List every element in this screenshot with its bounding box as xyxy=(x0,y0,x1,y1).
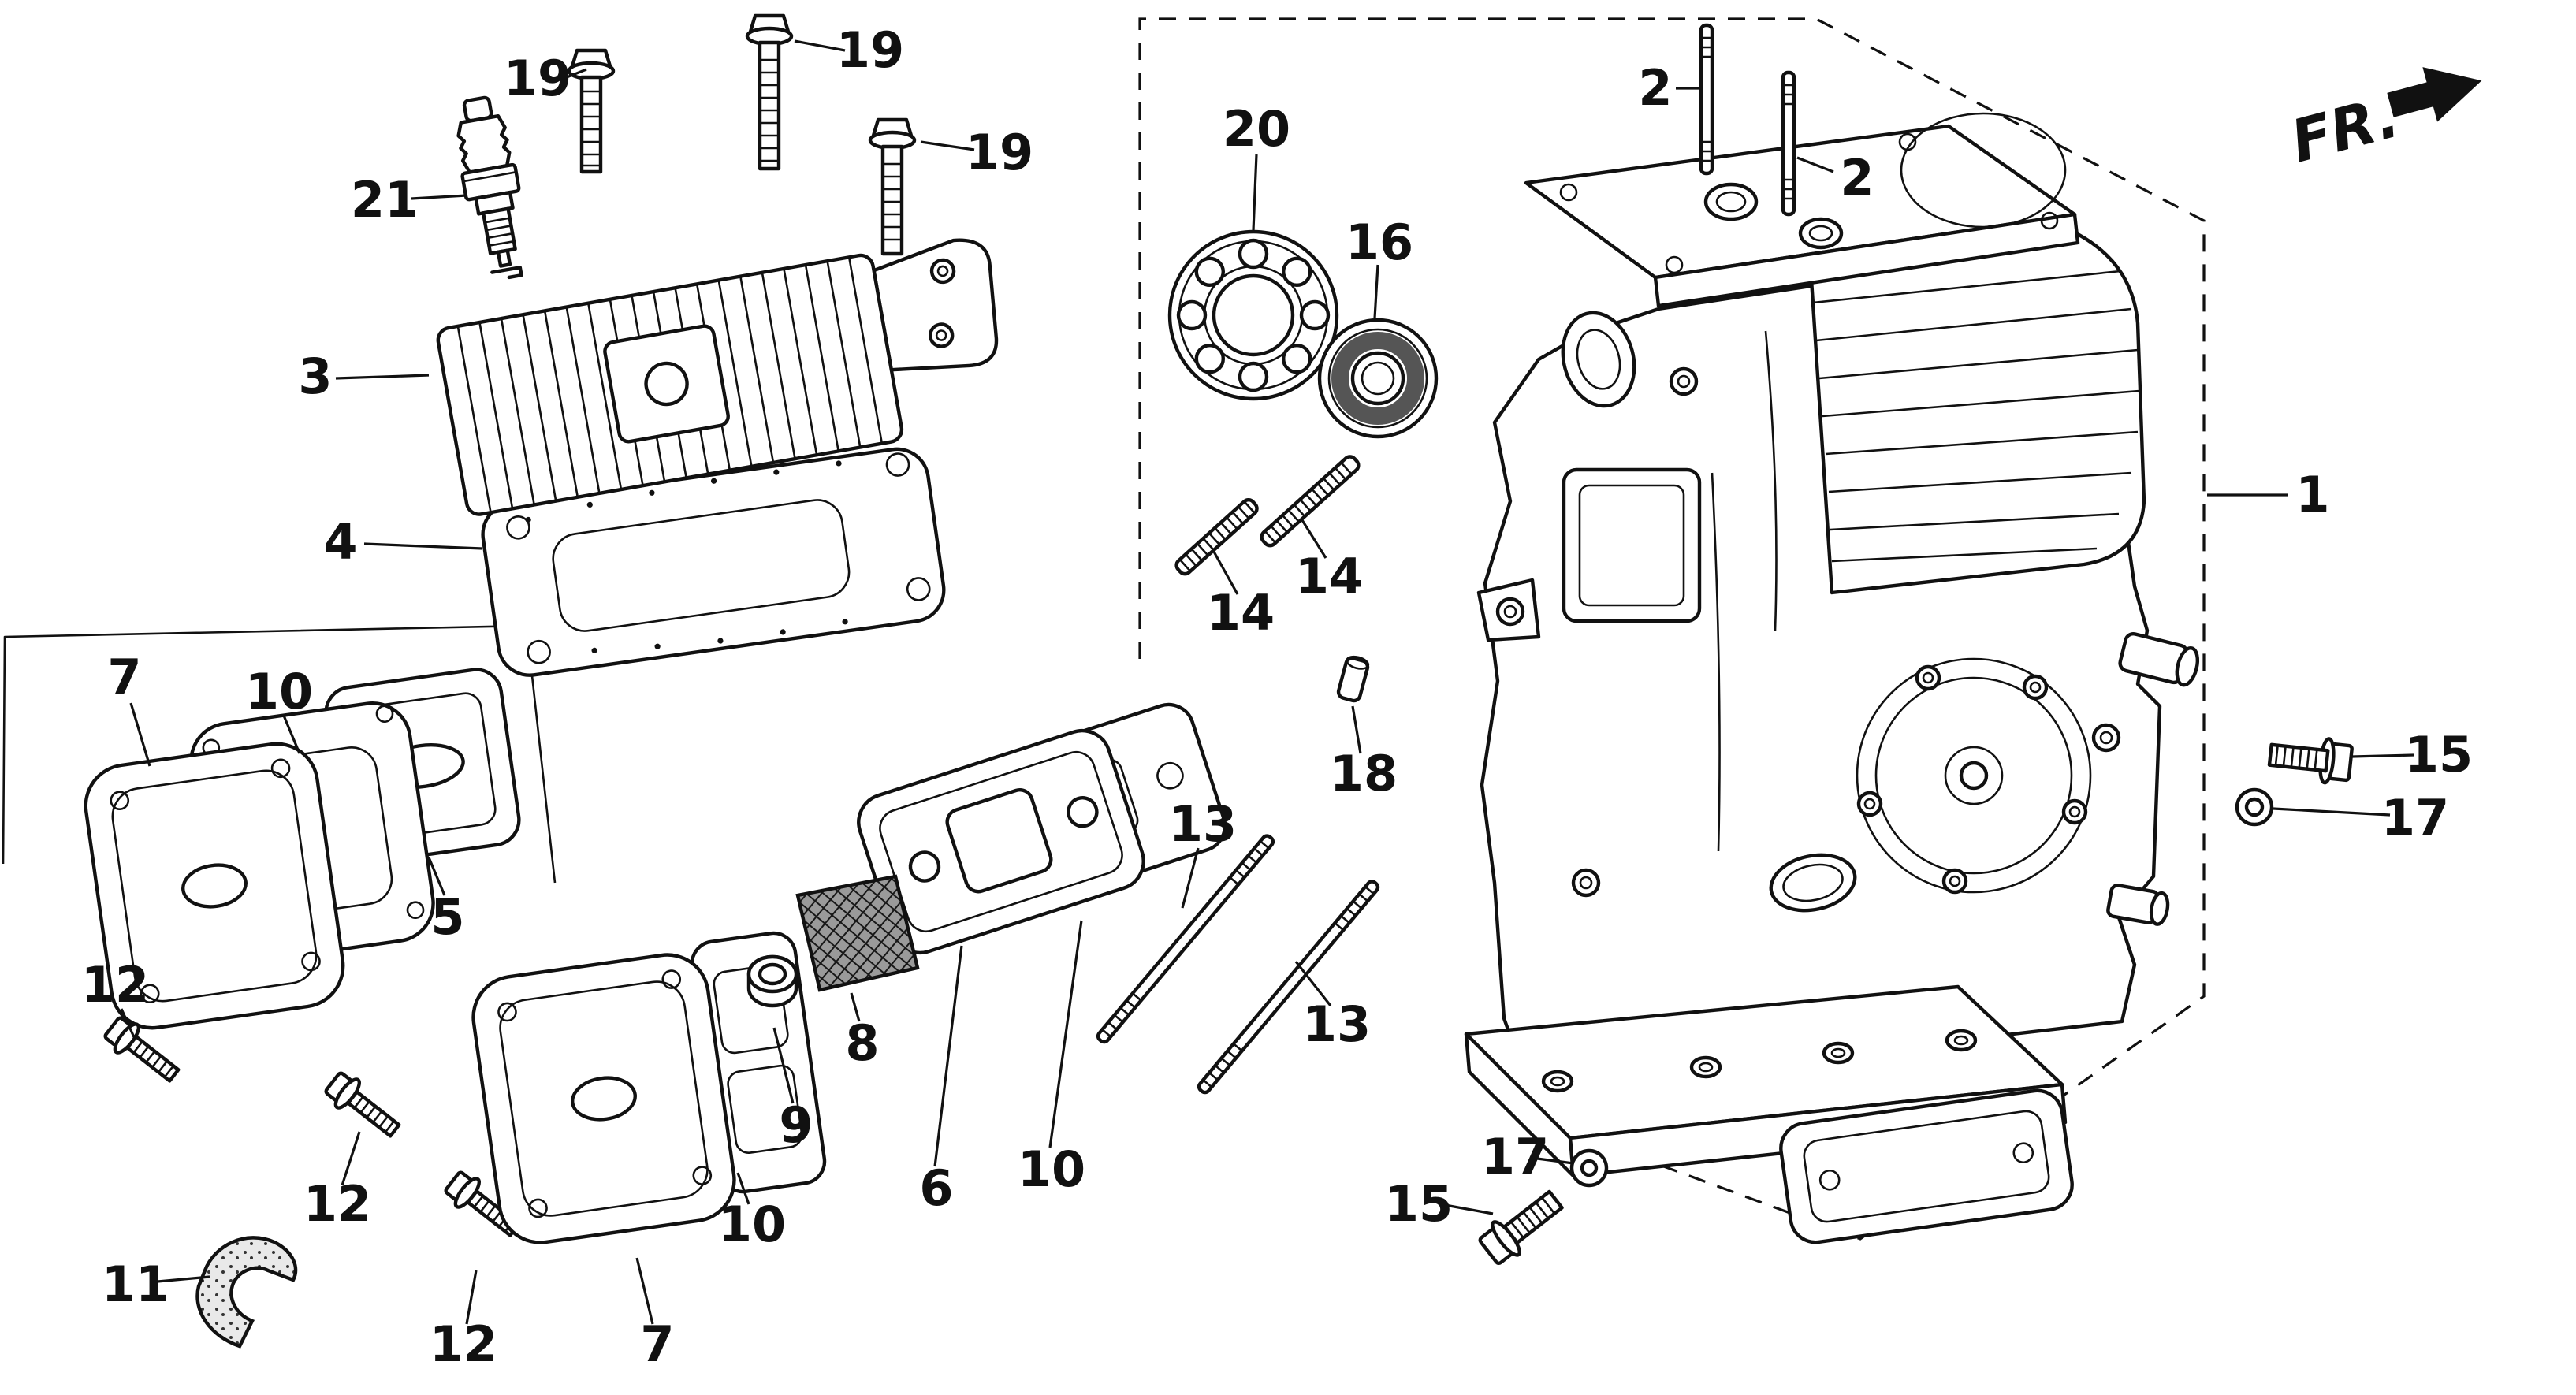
callout-5: 5 xyxy=(430,888,464,946)
washer-17-bottom xyxy=(1569,1148,1609,1188)
flange-bolt-19-top xyxy=(745,13,794,171)
callout-18: 18 xyxy=(1330,745,1398,802)
pin-18 xyxy=(1336,655,1370,703)
flange-bolt-15-bottom xyxy=(1478,1189,1564,1265)
callout-19-b: 19 xyxy=(836,21,904,79)
callout-12-c: 12 xyxy=(430,1315,497,1373)
callout-12-b: 12 xyxy=(303,1175,371,1233)
base-flange xyxy=(1464,984,2074,1244)
muffler-cover-7-a xyxy=(84,742,345,1030)
screen-8 xyxy=(795,874,920,992)
fr-arrow-icon xyxy=(2387,67,2482,122)
callout-7-b: 7 xyxy=(640,1315,674,1373)
stud-2-a xyxy=(1699,23,1714,176)
callouts: 19 19 19 21 3 4 7 10 5 12 12 12 11 7 10 … xyxy=(81,21,2473,1373)
screw-12-b xyxy=(324,1071,401,1138)
callout-17-a: 17 xyxy=(2381,789,2449,846)
head-gasket-4 xyxy=(481,447,946,677)
head-deck xyxy=(1524,112,2080,308)
callout-2-a: 2 xyxy=(1638,59,1672,117)
callout-21: 21 xyxy=(351,171,419,229)
flange-bolt-15-side xyxy=(2267,737,2354,785)
callout-9: 9 xyxy=(779,1096,813,1154)
cooling-fins xyxy=(1807,218,2146,595)
ball-bearing-20 xyxy=(1167,229,1339,401)
callout-3: 3 xyxy=(298,348,332,405)
callout-10-a: 10 xyxy=(245,663,313,720)
breather-tube-11 xyxy=(195,1236,298,1348)
cylinder-head-3 xyxy=(436,238,999,516)
assembly-dashed-border xyxy=(1138,17,2206,1241)
flange-bolt-19-right xyxy=(868,117,917,256)
stud-13-b xyxy=(1197,880,1380,1095)
callout-19-c: 19 xyxy=(966,124,1033,181)
callout-1: 1 xyxy=(2295,466,2329,523)
callout-10-c: 10 xyxy=(1018,1140,1085,1198)
washer-17-side xyxy=(2235,787,2274,827)
fr-label: FR. xyxy=(2284,83,2407,177)
fr-direction-indicator: FR. xyxy=(2284,67,2482,177)
callout-2-b: 2 xyxy=(1840,149,1874,206)
cylinder-barrel-1 xyxy=(1464,23,2200,1244)
leader-lines xyxy=(120,39,2414,1325)
insulator-plate-6 xyxy=(857,728,1145,955)
callout-8: 8 xyxy=(845,1014,879,1072)
callout-15-b: 15 xyxy=(1385,1175,1453,1233)
callout-7-a: 7 xyxy=(107,649,141,706)
callout-14-b: 14 xyxy=(1295,548,1363,605)
callout-13-a: 13 xyxy=(1169,795,1237,853)
callout-17-b: 17 xyxy=(1481,1128,1549,1185)
crankcase-details xyxy=(1476,311,2200,1074)
collar-9 xyxy=(746,954,798,1008)
callout-14-a: 14 xyxy=(1207,584,1275,642)
stud-14-b xyxy=(1260,455,1361,548)
callout-4: 4 xyxy=(323,513,357,571)
callout-19-a: 19 xyxy=(504,50,571,107)
callout-13-b: 13 xyxy=(1303,995,1371,1053)
callout-6: 6 xyxy=(919,1159,953,1217)
callout-12-a: 12 xyxy=(81,956,149,1014)
parts-group-border xyxy=(2,624,557,884)
callout-15-a: 15 xyxy=(2405,726,2473,783)
callout-20: 20 xyxy=(1223,100,1290,158)
callout-10-b: 10 xyxy=(718,1196,786,1253)
spark-plug-21 xyxy=(456,95,523,280)
flange-bolt-19-left xyxy=(567,48,616,174)
stud-2-b xyxy=(1781,70,1796,217)
callout-16: 16 xyxy=(1346,214,1413,271)
stud-14-a xyxy=(1174,498,1259,576)
oil-seal-16 xyxy=(1317,318,1439,439)
stud-13-a xyxy=(1096,834,1275,1044)
muffler-cover-7-b xyxy=(471,953,736,1244)
callout-11: 11 xyxy=(102,1256,169,1313)
